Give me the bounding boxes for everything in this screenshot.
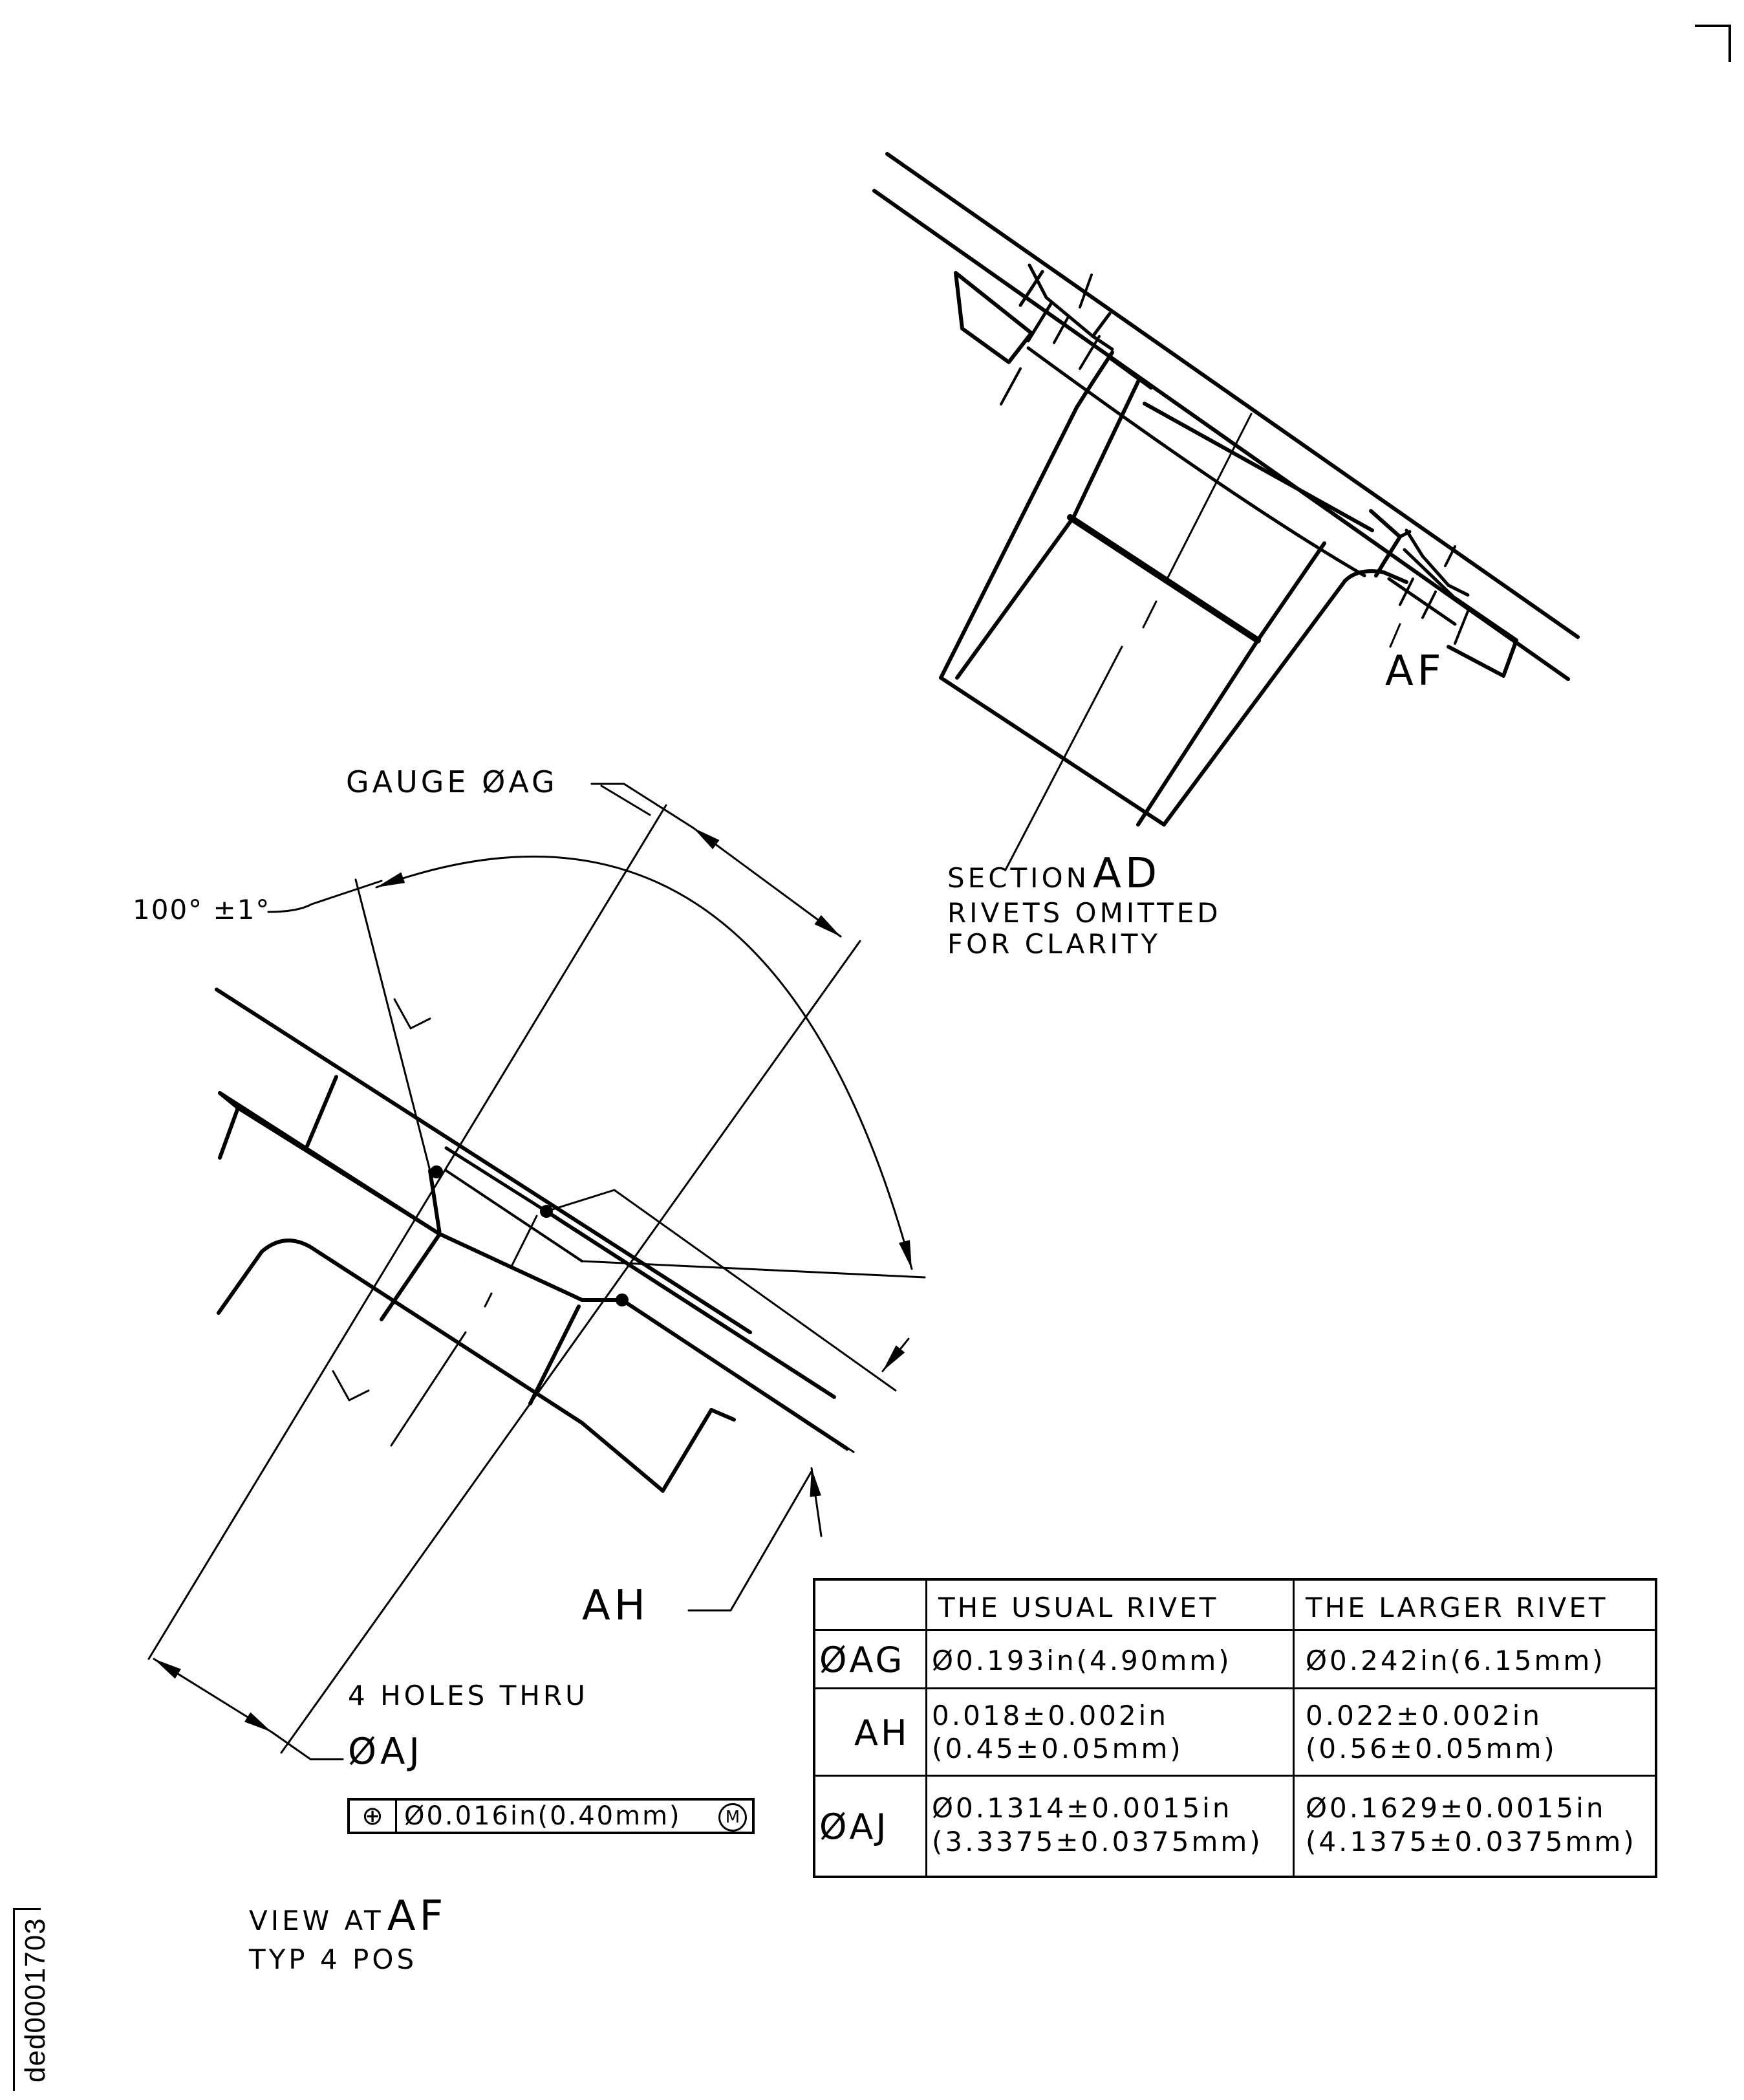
mmc-modifier-icon: M bbox=[718, 1803, 747, 1832]
section-callout-af: AF bbox=[1385, 647, 1445, 695]
table-header-larger: THE LARGER RIVET bbox=[1306, 1592, 1608, 1623]
section-note-line1: RIVETS OMITTED bbox=[947, 897, 1222, 929]
table-cell: (3.3375±0.0375mm) bbox=[932, 1826, 1263, 1857]
gauge-label-text: GAUGE ØAG bbox=[346, 764, 558, 799]
drawing-id: ded0001703 bbox=[19, 1918, 51, 2083]
angle-label: 100° ±1° bbox=[133, 894, 271, 926]
section-title-ref: AD bbox=[1093, 850, 1161, 898]
view-title-ref: AF bbox=[387, 1892, 447, 1940]
table-row-key: ØAG bbox=[819, 1640, 905, 1680]
table-cell: 0.018±0.002in bbox=[932, 1700, 1168, 1731]
table-cell: 0.022±0.002in bbox=[1306, 1700, 1542, 1731]
table-row-key: AH bbox=[854, 1713, 910, 1753]
drawing-id-tag: ded0001703 bbox=[13, 1908, 52, 2091]
corner-crop-mark bbox=[1695, 25, 1731, 62]
feature-control-frame: ⊕ Ø0.016in(0.40mm) M bbox=[347, 1798, 755, 1834]
aj-label: ØAJ bbox=[348, 1731, 424, 1773]
id-tag-border bbox=[13, 1908, 41, 2091]
table-cell: Ø0.1629±0.0015in bbox=[1306, 1792, 1606, 1824]
position-symbol-icon: ⊕ bbox=[350, 1801, 397, 1832]
section-ad-drawing bbox=[872, 152, 1580, 871]
holes-label: 4 HOLES THRU bbox=[348, 1680, 588, 1711]
table-cell: Ø0.242in(6.15mm) bbox=[1306, 1645, 1606, 1676]
rivet-dimension-table: THE USUAL RIVET THE LARGER RIVET ØAG Ø0.… bbox=[813, 1578, 1657, 1878]
ah-label: AH bbox=[582, 1582, 649, 1630]
table-row-key: ØAJ bbox=[819, 1806, 889, 1847]
fcf-tolerance: Ø0.016in(0.40mm) bbox=[404, 1801, 682, 1831]
gauge-label: GAUGE ØAG bbox=[346, 766, 558, 797]
detail-view-drawing bbox=[147, 783, 926, 1760]
section-note-line2: FOR CLARITY bbox=[947, 928, 1161, 960]
view-title-prefix: VIEW AT bbox=[249, 1905, 384, 1936]
table-cell: Ø0.193in(4.90mm) bbox=[932, 1645, 1232, 1676]
table-cell: Ø0.1314±0.0015in bbox=[932, 1792, 1233, 1824]
typ-label: TYP 4 POS bbox=[249, 1943, 418, 1975]
table-cell: (0.45±0.05mm) bbox=[932, 1733, 1183, 1764]
section-ad-title: SECTION AD bbox=[947, 852, 1161, 896]
view-at-af-title: VIEW AT AF bbox=[249, 1892, 447, 1940]
table-cell: (4.1375±0.0375mm) bbox=[1306, 1826, 1637, 1857]
table-header-usual: THE USUAL RIVET bbox=[938, 1592, 1219, 1623]
table-cell: (0.56±0.05mm) bbox=[1306, 1733, 1557, 1764]
section-title-prefix: SECTION bbox=[947, 862, 1090, 894]
